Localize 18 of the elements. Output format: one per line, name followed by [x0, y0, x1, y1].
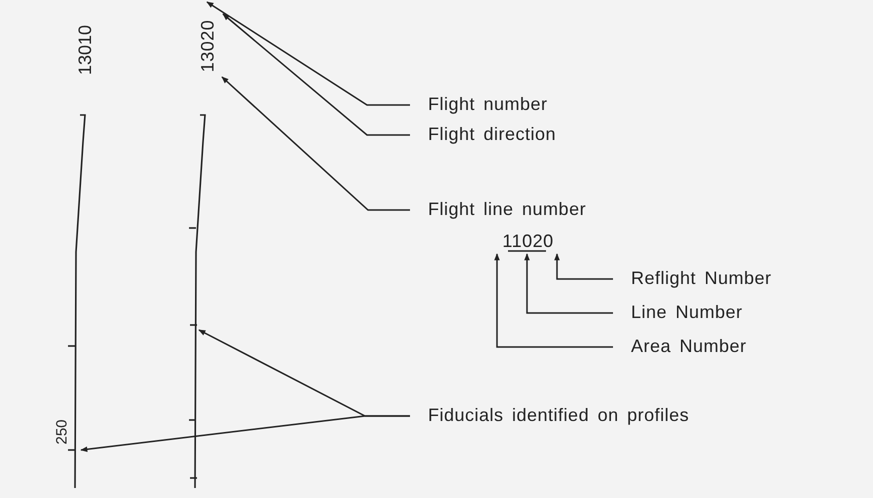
callout-text: Reflight Number [631, 268, 772, 288]
callout-text: Area Number [631, 336, 747, 356]
callout-text: Fiducials identified on profiles [428, 405, 690, 425]
leader-line [222, 13, 410, 136]
leader-line [494, 253, 613, 348]
callout-text: Flight number [428, 94, 548, 114]
callout-text: Flight direction [428, 124, 556, 144]
fiducial-number: 250 [54, 419, 70, 445]
callout-text: Flight line number [428, 199, 586, 219]
profile-number: 13020 [197, 20, 217, 72]
leader-line [554, 253, 613, 280]
leader-line [524, 253, 613, 314]
leader-line [80, 415, 410, 452]
leader-line [221, 76, 410, 211]
callout-text: Line Number [631, 302, 743, 322]
callout-text: 11020 [502, 231, 554, 251]
profile-number: 13010 [76, 24, 94, 76]
leader-line [206, 1, 410, 106]
